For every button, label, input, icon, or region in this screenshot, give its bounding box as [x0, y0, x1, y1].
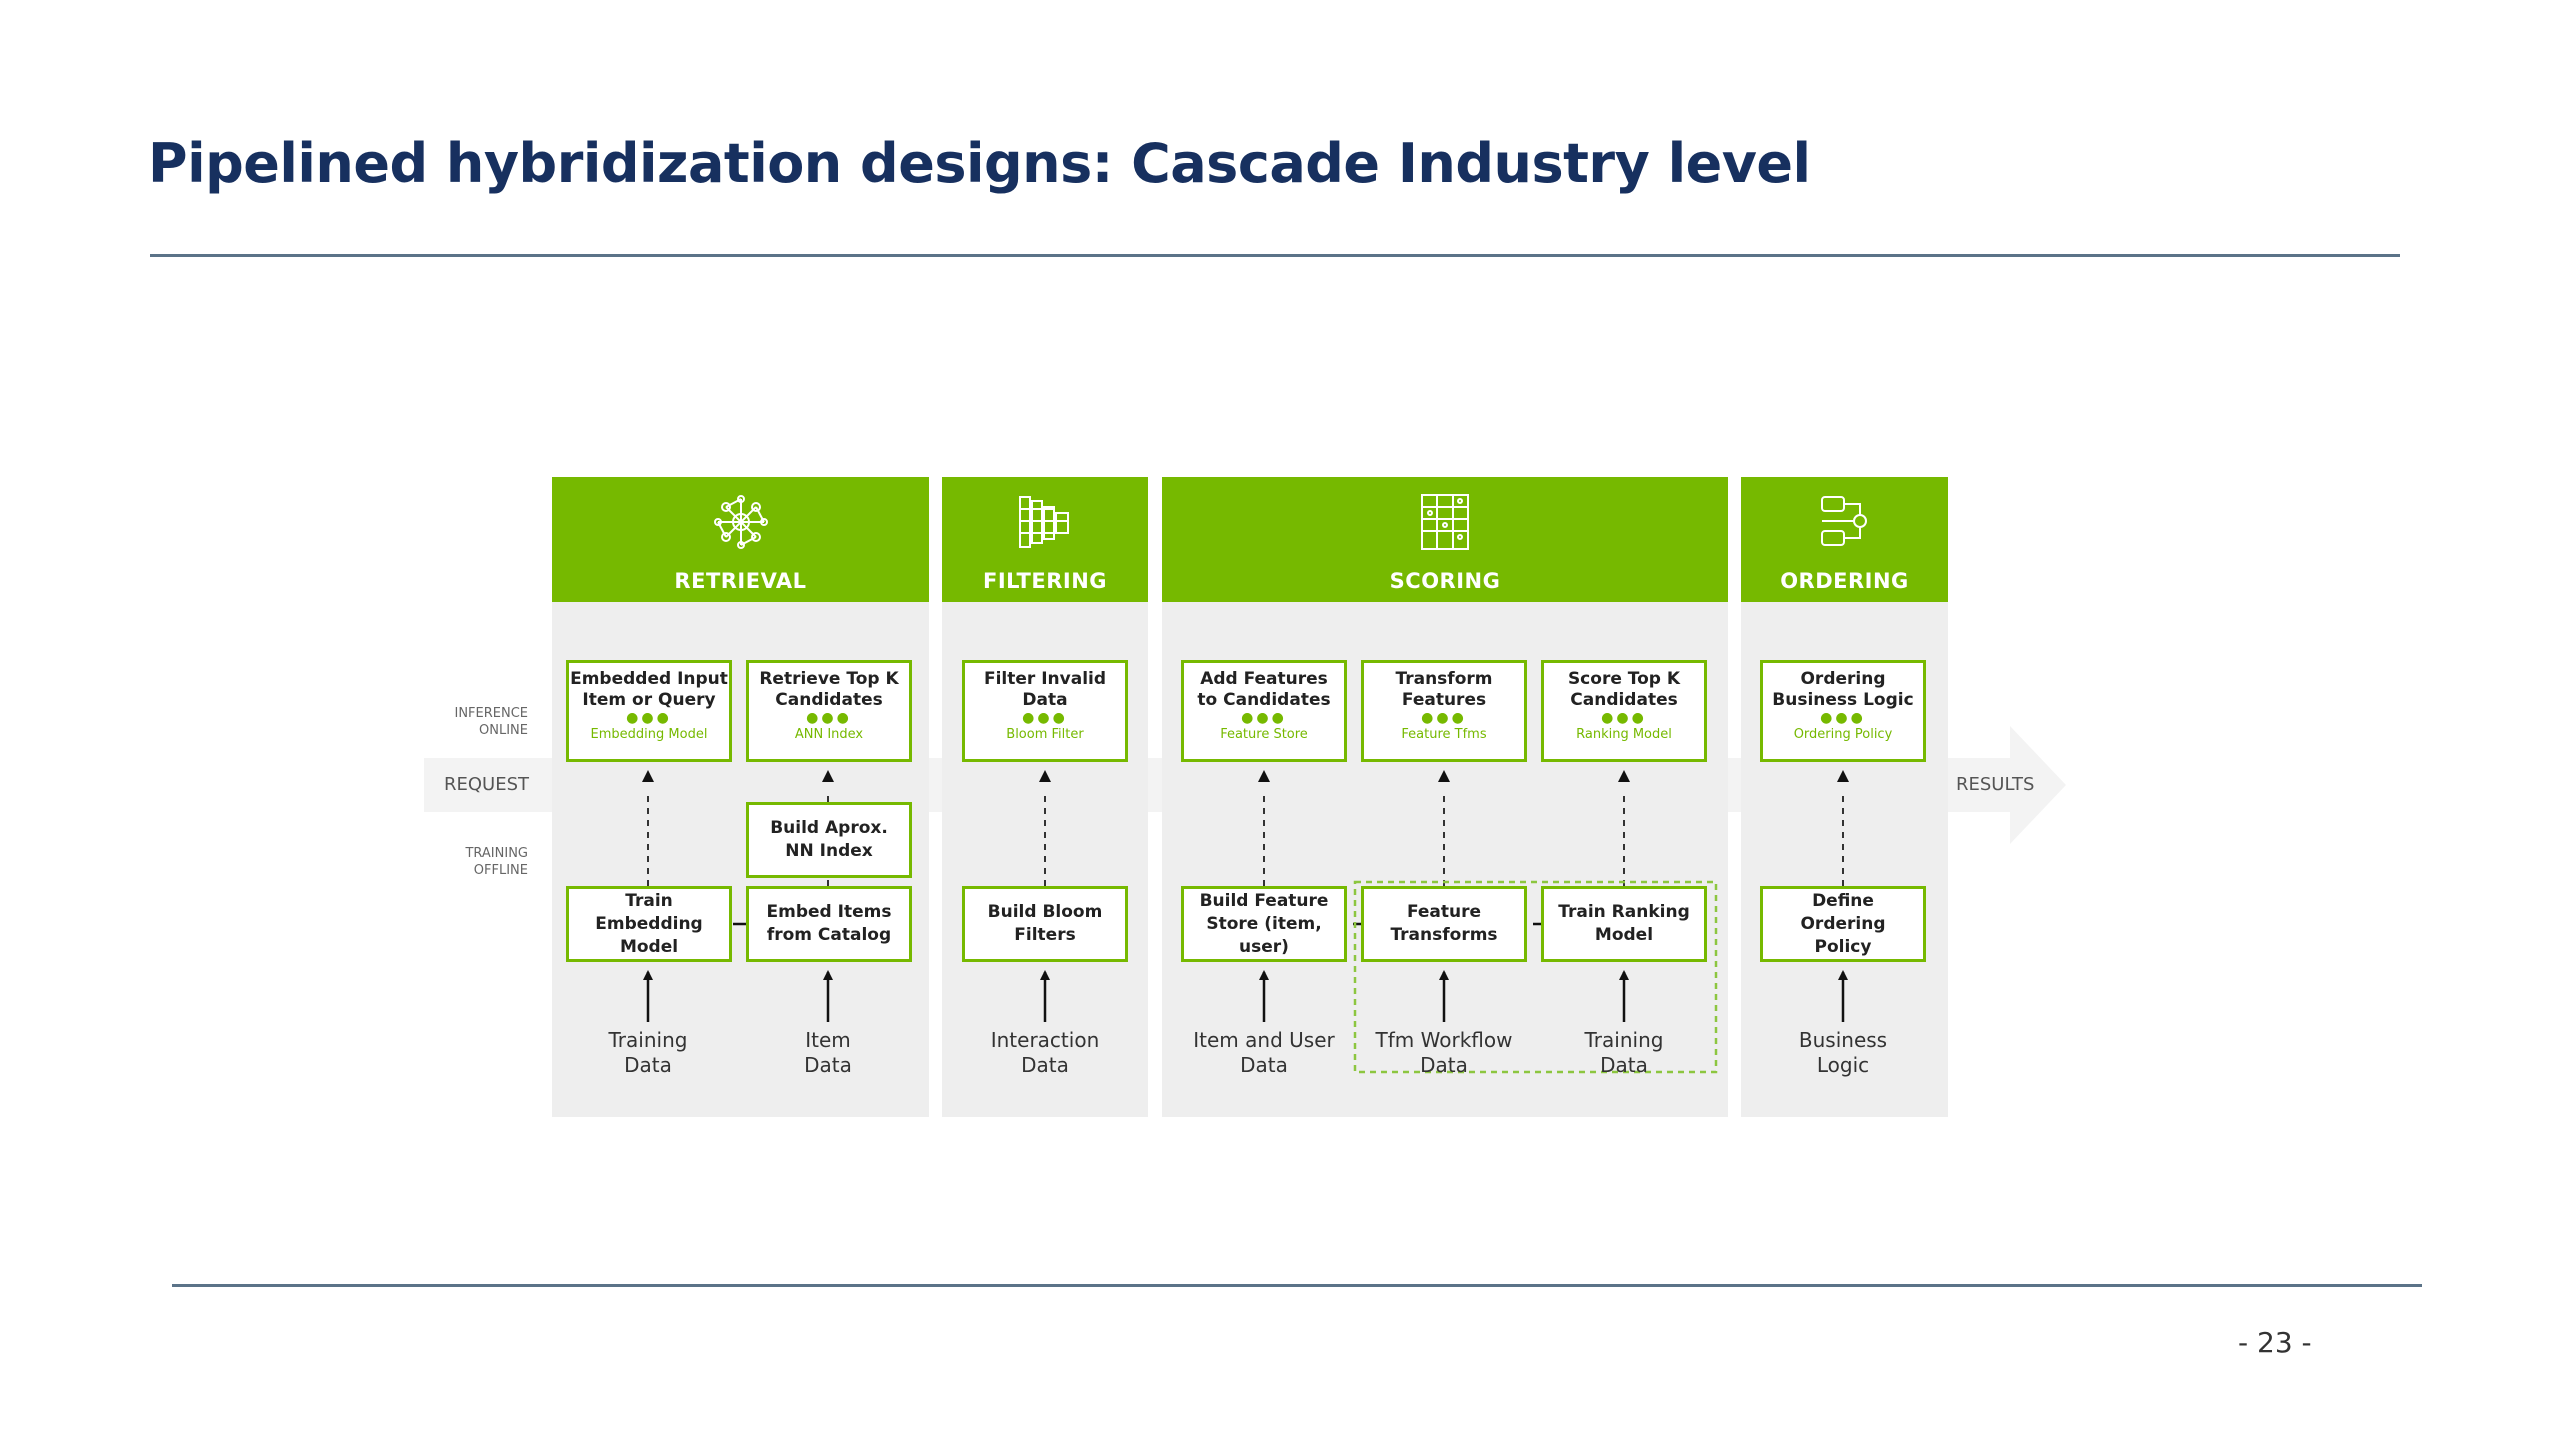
inference-box: Ordering Business Logic●●● Ordering Poli…: [1760, 660, 1926, 762]
training-offline-label: TRAINING OFFLINE: [465, 846, 528, 878]
neural-network-icon: [713, 495, 768, 549]
more-dots-icon: ●●●: [1241, 710, 1287, 726]
more-dots-icon: ●●●: [1601, 710, 1647, 726]
more-dots-icon: ●●●: [1820, 710, 1866, 726]
inference-box: Embedded Input Item or Query●●● Embeddin…: [566, 660, 732, 762]
scoring-grid-icon: [1421, 494, 1469, 550]
training-box: Build Feature Store (item, user): [1181, 886, 1347, 962]
stage-title-retrieval: RETRIEVAL: [674, 569, 807, 593]
stage-header-scoring: SCORING: [1162, 477, 1728, 602]
arrow-up-icon: [1438, 770, 1450, 782]
more-dots-icon: ●●●: [1022, 710, 1068, 726]
arrow-up-icon: [642, 770, 654, 782]
inference-box: Add Features to Candidates●●● Feature St…: [1181, 660, 1347, 762]
stage-header-retrieval: RETRIEVAL: [552, 477, 929, 602]
title-divider: [150, 254, 2400, 257]
data-source-label: Business Logic: [1798, 1028, 1888, 1077]
more-dots-icon: ●●●: [1421, 710, 1467, 726]
slide-title: Pipelined hybridization designs: Cascade…: [148, 132, 1811, 195]
inference-online-label: INFERENCE ONLINE: [454, 706, 528, 738]
arrow-up-icon: [1618, 770, 1630, 782]
more-dots-icon: ●●●: [806, 710, 852, 726]
data-source-label: Item Data: [804, 1028, 852, 1077]
inference-box: Transform Features●●● Feature Tfms: [1361, 660, 1527, 762]
arrow-up-icon: [1837, 770, 1849, 782]
inference-box: Filter Invalid Data●●● Bloom Filter: [962, 660, 1128, 762]
stage-title-ordering: ORDERING: [1780, 569, 1909, 593]
stage-header-filtering: FILTERING: [942, 477, 1148, 602]
training-box: Define Ordering Policy: [1760, 886, 1926, 962]
build-index-box: Build Aprox. NN Index: [746, 802, 912, 878]
page-number: - 23 -: [2238, 1326, 2312, 1359]
stage-title-scoring: SCORING: [1389, 569, 1501, 593]
training-box: Build Bloom Filters: [962, 886, 1128, 962]
arrow-up-icon: [1039, 770, 1051, 782]
stage-header-ordering: ORDERING: [1741, 477, 1948, 602]
data-source-label: Training Data: [1584, 1028, 1664, 1077]
data-source-label: Training Data: [608, 1028, 688, 1077]
data-source-label: Tfm Workflow Data: [1375, 1028, 1513, 1077]
more-dots-icon: ●●●: [626, 710, 672, 726]
inference-box: Score Top K Candidates●●● Ranking Model: [1541, 660, 1707, 762]
inference-box: Retrieve Top K Candidates●●● ANN Index: [746, 660, 912, 762]
filter-blocks-icon: [1019, 496, 1069, 548]
arrow-up-icon: [1258, 770, 1270, 782]
data-source-label: Interaction Data: [990, 1028, 1100, 1077]
arrow-up-icon: [822, 770, 834, 782]
training-box: Feature Transforms: [1361, 886, 1527, 962]
training-box: Train Ranking Model: [1541, 886, 1707, 962]
request-label: REQUEST: [444, 774, 530, 795]
footer-divider: [172, 1284, 2422, 1287]
results-label: RESULTS: [1956, 774, 2035, 795]
stage-title-filtering: FILTERING: [982, 569, 1108, 593]
scoring-training-group: [1353, 880, 1718, 1074]
ordering-logic-icon: [1820, 496, 1867, 546]
training-box: Train Embedding Model: [566, 886, 732, 962]
data-source-label: Item and User Data: [1193, 1028, 1335, 1077]
training-box: Embed Items from Catalog: [746, 886, 912, 962]
